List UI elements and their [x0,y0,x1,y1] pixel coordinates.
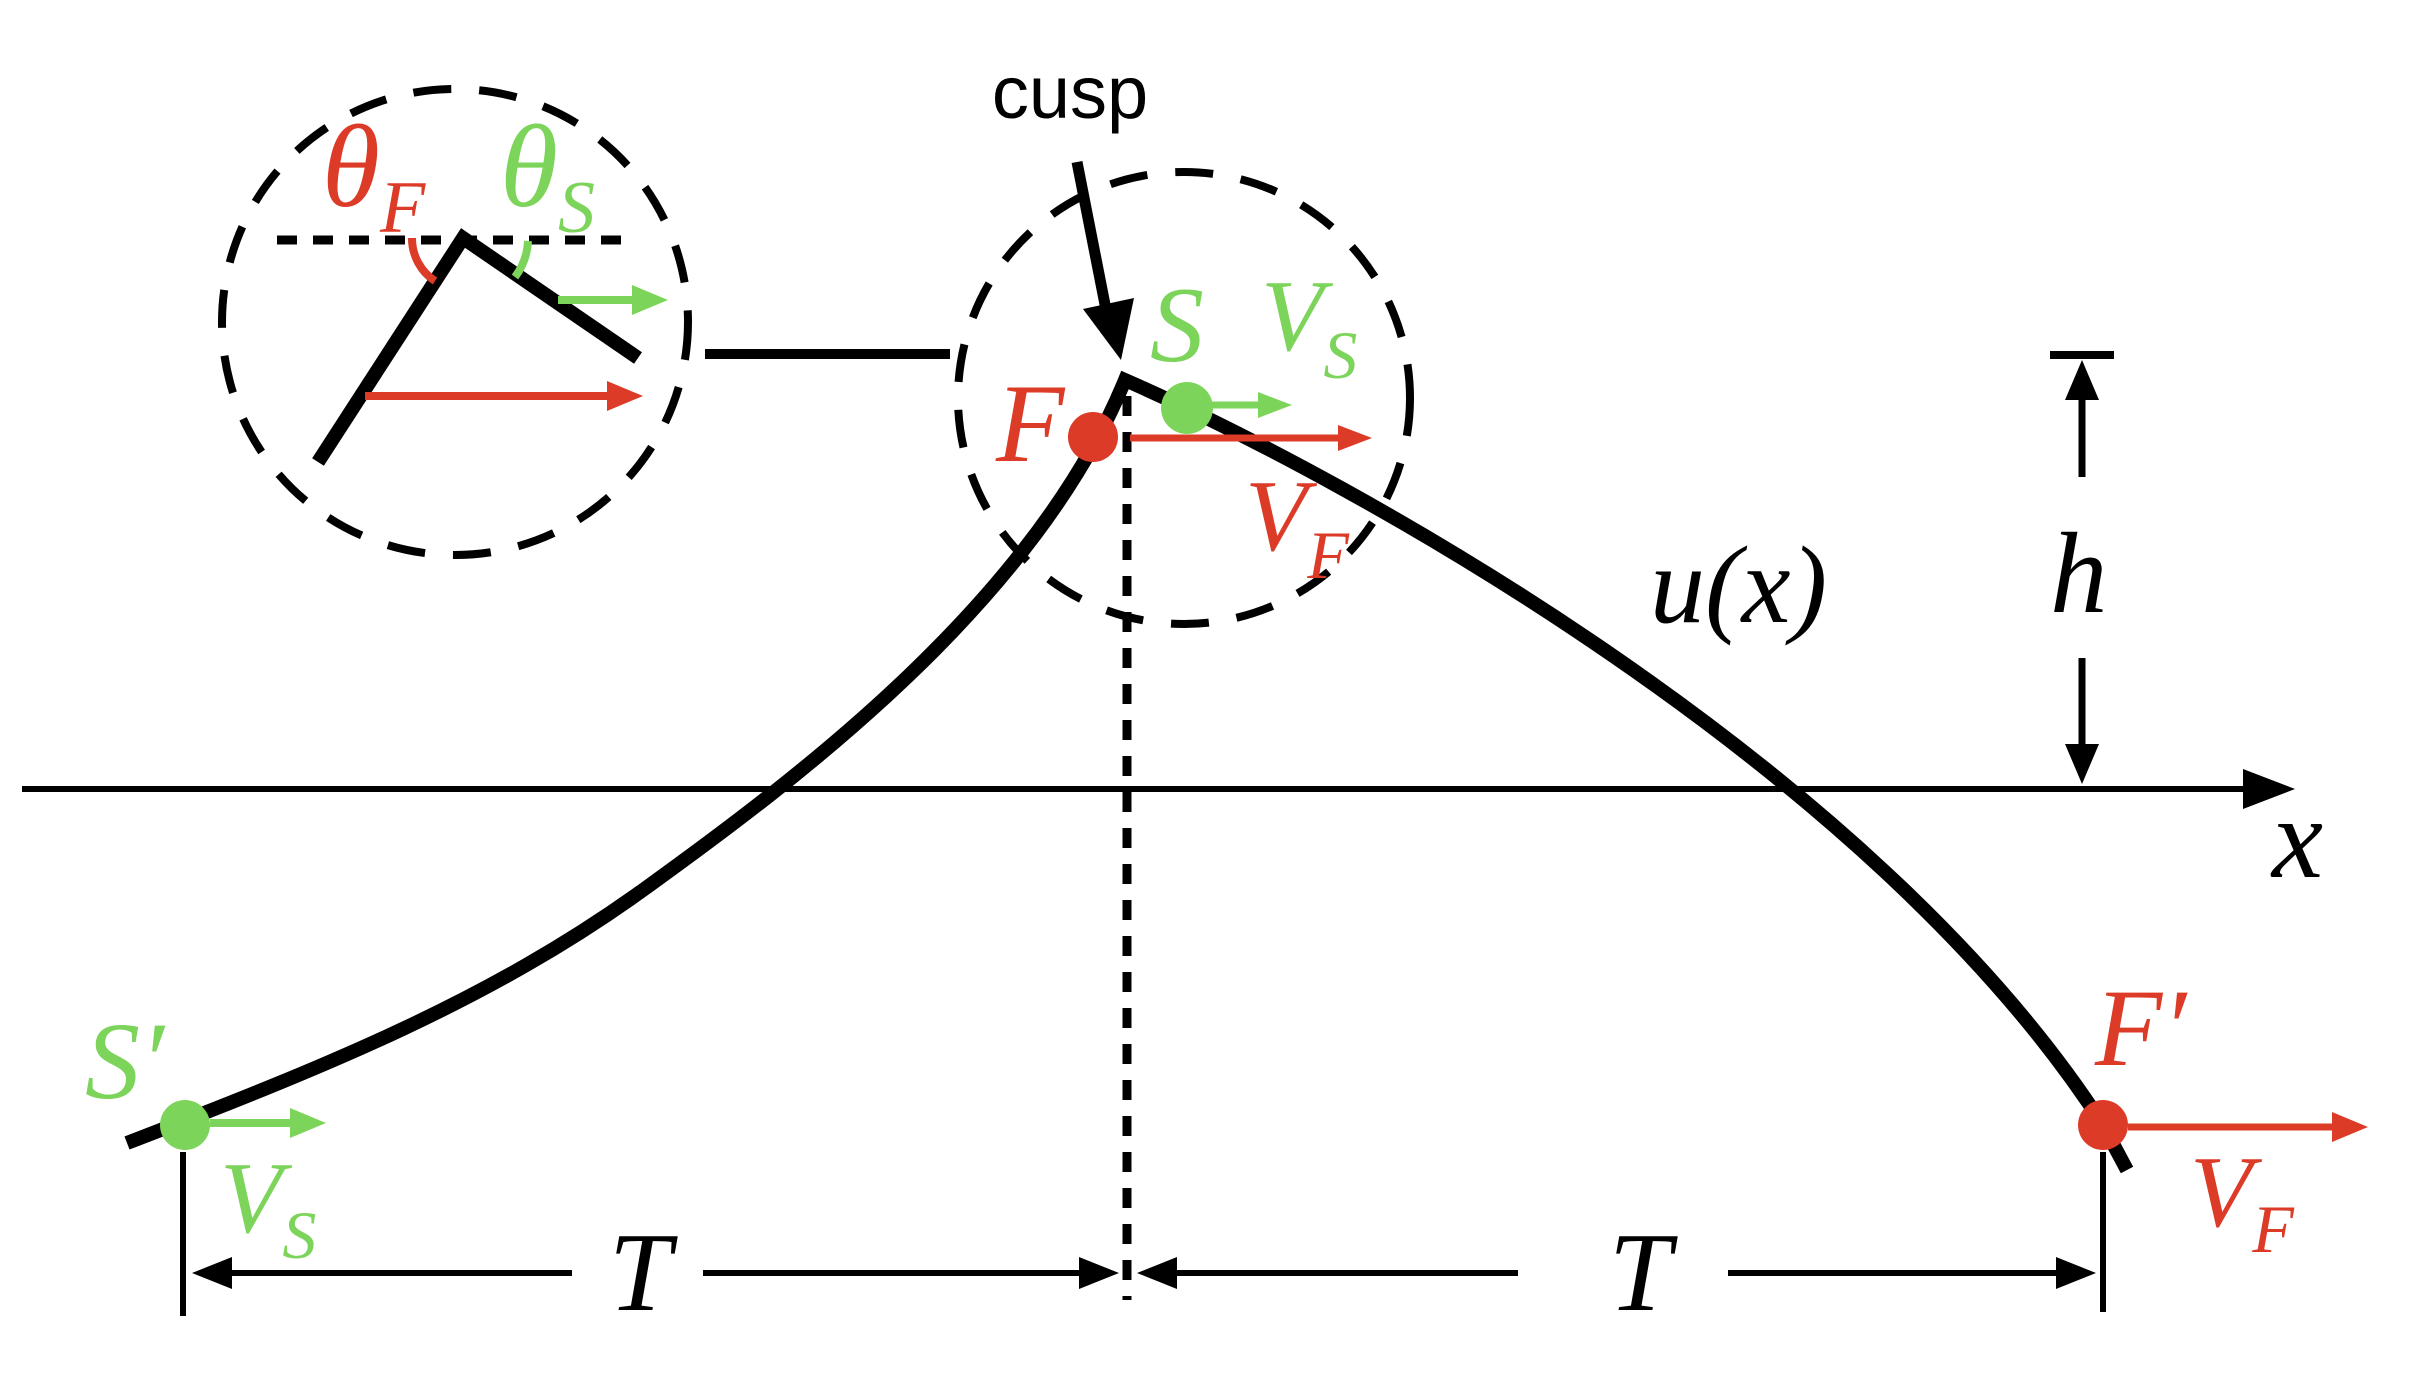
front-velocity-symbol-bottom: V [2190,1136,2263,1249]
period-right-label: T [1609,1211,1678,1335]
theta-s-angle-arc [511,240,532,280]
front-velocity-arrowhead-bottom-icon [2332,1112,2368,1142]
stoss-velocity-arrow-bottom [210,1108,326,1138]
theta-f-subscript: F [379,167,426,249]
inset-dashed-circle [218,85,692,559]
cusp-pointer-arrowhead-icon [1083,298,1134,360]
height-arrow-upper [2065,360,2099,477]
stoss-reflected-dot [160,1100,210,1150]
period-left-arrowhead-left-icon [192,1257,232,1289]
theta-f-label: θF [322,101,426,249]
inset-stoss-velocity-arrowhead-icon [632,285,668,315]
x-axis-label: x [2270,775,2323,902]
period-left-arrowhead-right-icon [1079,1257,1119,1289]
theta-s-label: θS [500,101,595,249]
stoss-velocity-label-cusp: VS [1261,260,1357,393]
front-velocity-subscript-bottom: F [2251,1191,2295,1267]
theta-f-angle-arc [407,237,438,285]
stoss-velocity-subscript-cusp: S [1323,317,1357,393]
front-velocity-arrowhead-cusp-icon [1338,425,1372,451]
cusp-label: cusp [992,51,1148,134]
stoss-reflected-label: S′ [85,1000,166,1122]
front-point-dot [1068,412,1118,462]
height-label: h [2050,510,2108,637]
stoss-velocity-arrowhead-bottom-icon [290,1108,326,1138]
front-velocity-label-cusp: VF [1245,460,1350,593]
inset-front-velocity-arrowhead-icon [607,381,643,411]
wave-function-label: u(x) [1650,524,1827,646]
inset-cusp-segments [312,228,642,466]
stoss-velocity-subscript-bottom: S [282,1197,316,1273]
stoss-point-dot [1161,382,1213,434]
front-velocity-symbol-cusp: V [1245,460,1318,573]
stoss-velocity-arrowhead-cusp-icon [1258,392,1292,418]
cusp-pointer-arrow [1071,160,1134,360]
front-reflected-label: F′ [2094,967,2188,1089]
inset-stoss-velocity-arrow [558,285,668,315]
stoss-velocity-label-bottom: VS [220,1142,316,1273]
height-arrow-up-arrowhead-icon [2065,360,2099,400]
period-right-arrowhead-right-icon [2056,1257,2096,1289]
height-arrow-down-arrowhead-icon [2065,744,2099,784]
front-velocity-subscript-cusp: F [1306,517,1350,593]
front-velocity-label-bottom: VF [2190,1136,2295,1267]
front-velocity-arrow-bottom [2128,1112,2368,1142]
cusp-dashed-circle [954,168,1414,628]
inset-front-velocity-arrow [365,381,643,411]
stoss-point-label: S [1150,266,1204,385]
stoss-velocity-symbol-bottom: V [220,1142,293,1255]
theta-s-symbol: θ [500,101,558,232]
stoss-velocity-arrow-cusp [1212,392,1292,418]
period-left-dimension [192,1257,1119,1289]
period-right-arrowhead-left-icon [1137,1257,1177,1289]
front-velocity-arrow-cusp [1130,425,1372,451]
theta-s-subscript: S [558,167,595,249]
front-point-label: F [995,362,1066,486]
theta-f-symbol: θ [322,101,380,232]
front-reflected-dot [2078,1100,2128,1150]
stoss-velocity-symbol-cusp: V [1261,260,1334,373]
cusp-pointer-shaft [1071,160,1116,332]
height-arrow-lower [2065,658,2099,784]
period-right-dimension [1137,1257,2096,1289]
x-axis-arrowhead-icon [2243,769,2295,809]
period-left-label: T [609,1211,678,1335]
